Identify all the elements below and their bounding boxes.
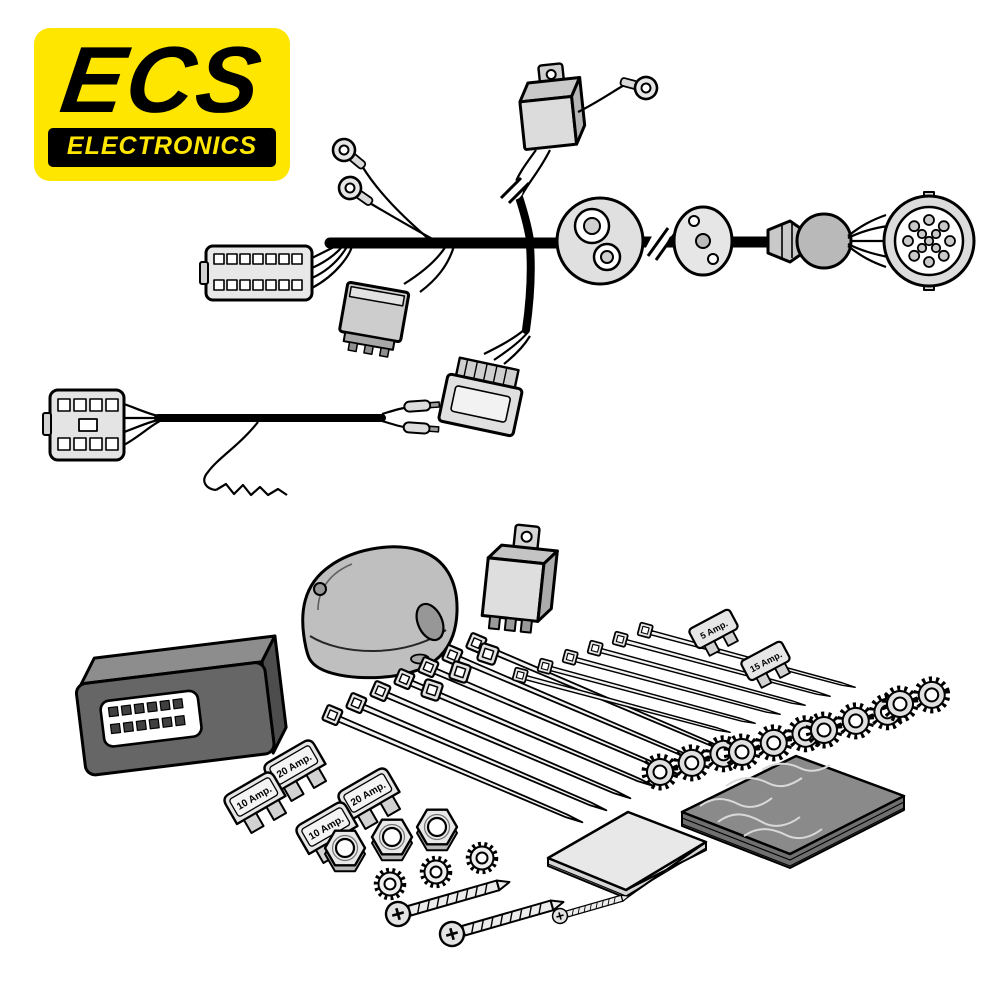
logo-subtitle: ELECTRONICS [66, 132, 258, 160]
twisted-wire [203, 421, 288, 497]
rubber-boot [766, 219, 802, 264]
relay-terminal-wire [577, 83, 627, 113]
ecu-pins [107, 698, 186, 735]
scrim-texture [699, 762, 831, 840]
terminal-lead [381, 406, 405, 416]
mini-fuse-5amp: 5 Amp. [686, 607, 746, 661]
scrim-tape-sheets [680, 754, 906, 869]
break-mark [499, 176, 523, 200]
terminal-lead [381, 419, 405, 429]
in-line-relay [518, 62, 587, 151]
mini-fuse-15amp: 15 Amp. [738, 639, 798, 693]
blade-fuse-20amp-a: 20 Amp. [260, 736, 335, 807]
housing-side-hole [415, 602, 445, 642]
socket-housing-cover [301, 545, 459, 680]
logo-title: ECS [55, 27, 270, 132]
blade-fuse-10amp-a: 10 Amp. [220, 768, 295, 839]
ring-terminal-3 [616, 69, 661, 103]
mid-relay-branch [403, 245, 456, 293]
connector-latch [199, 261, 209, 285]
trailer-module-ecu [74, 634, 288, 777]
secondary-connector [42, 388, 126, 462]
connector-pins [213, 253, 303, 291]
round-socket-body [555, 196, 645, 286]
bullet-terminal-1 [403, 399, 441, 413]
relay-unit [480, 523, 559, 634]
connector-wires [311, 243, 354, 289]
ring-terminal-branch [361, 165, 439, 243]
connector-key [78, 418, 98, 432]
blade-fuse-20amp-b: 20 Amp. [334, 764, 409, 835]
secondary-wires [123, 402, 161, 446]
connector-branch [483, 242, 535, 365]
boot-ridges [781, 224, 793, 259]
plug-wires [847, 213, 889, 269]
relay-branch [499, 149, 551, 244]
logo-strip: ELECTRONICS [48, 128, 276, 167]
socket-mounting-plate [672, 205, 734, 277]
secondary-harness [42, 388, 441, 497]
ecs-logo: ECS ELECTRONICS [34, 27, 290, 181]
module-connector-block [437, 356, 524, 438]
multi-pin-vehicle-connector [199, 244, 314, 302]
cable-break-symbol [643, 224, 678, 261]
break-mark [507, 181, 531, 205]
main-harness [199, 62, 976, 438]
housing-screw-hole [313, 582, 327, 596]
thirteen-pin-plug [882, 191, 976, 291]
connector-latch [42, 412, 52, 436]
plug-pins [902, 214, 956, 268]
flasher-relay [338, 280, 411, 358]
boot-connector [795, 212, 853, 270]
bullet-terminal-2 [402, 421, 440, 435]
